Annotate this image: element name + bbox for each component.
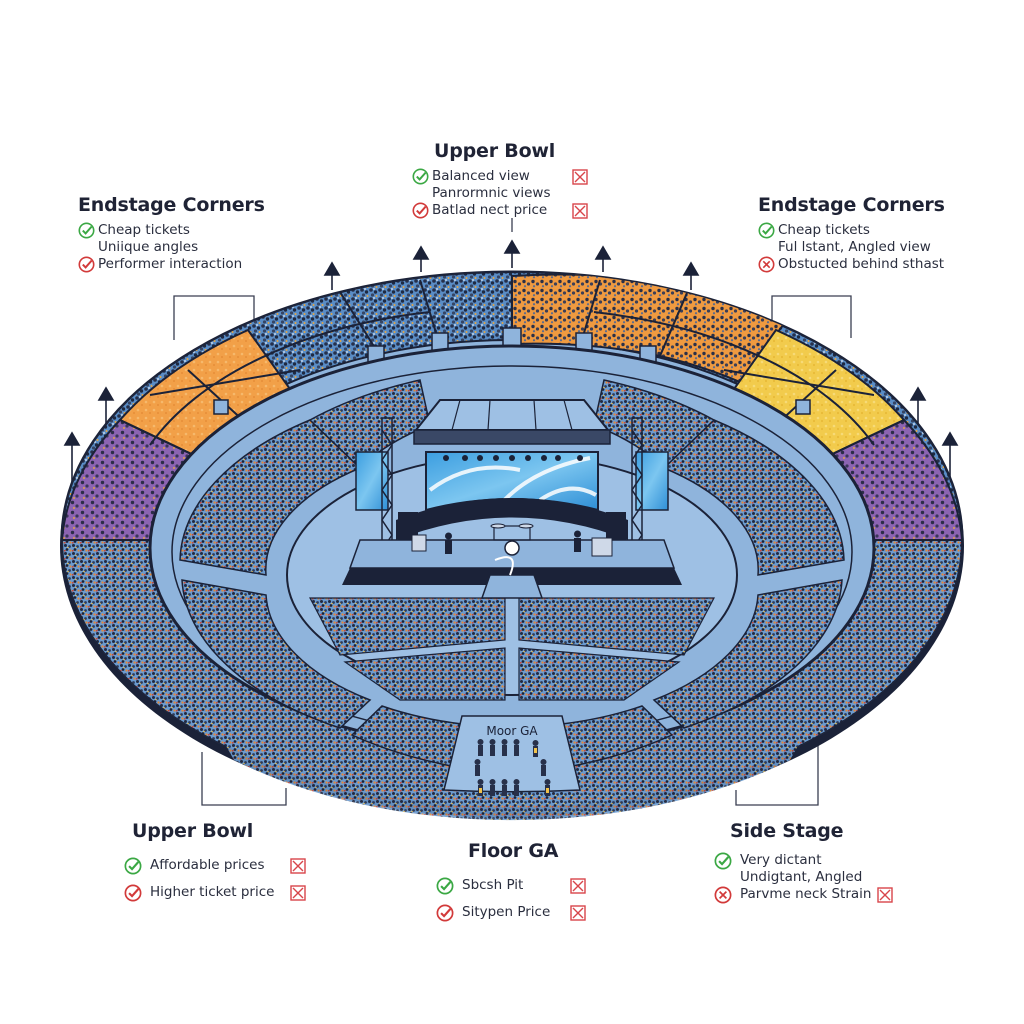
check-circle-red-icon bbox=[78, 256, 98, 273]
callout-item: Affordable prices bbox=[124, 852, 306, 879]
x-box-icon bbox=[572, 202, 588, 219]
callout-endstage-corners-right: Endstage Corners Cheap tickets Ful lstan… bbox=[758, 194, 945, 273]
callout-item: Parvme neck Strain bbox=[714, 886, 894, 903]
callout-title: Side Stage bbox=[730, 820, 844, 842]
check-circle-green-icon bbox=[412, 168, 432, 185]
callout-item: Panrormnic views bbox=[432, 185, 551, 201]
callout-item: Batlad nect price bbox=[412, 202, 588, 219]
arrow-up-icon bbox=[682, 261, 700, 290]
check-circle-red-icon bbox=[412, 202, 432, 219]
callout-floor-ga: Floor GA Sbcsh Pit Sitypen Price bbox=[436, 840, 586, 926]
arrow-up-icon bbox=[594, 245, 612, 272]
floor-ga-label: Moor GA bbox=[486, 724, 538, 738]
callout-item: Higher ticket price bbox=[124, 879, 306, 906]
callout-item: Uniique angles bbox=[98, 239, 199, 255]
arrow-up-icon bbox=[323, 261, 341, 290]
arrow-up-icon bbox=[412, 245, 430, 272]
callout-endstage-corners-left: Endstage Corners Cheap tickets Uniique a… bbox=[78, 194, 265, 273]
callout-upper-bowl-top: Upper Bowl Balanced view Panrormnic view… bbox=[412, 140, 588, 219]
callout-item: Obstucted behind sthast bbox=[758, 256, 945, 273]
check-circle-red-icon bbox=[436, 904, 462, 921]
floor-crowd bbox=[309, 597, 715, 701]
callout-item: Ful lstant, Angled view bbox=[778, 239, 931, 255]
callout-title: Endstage Corners bbox=[758, 194, 945, 216]
check-circle-red-icon bbox=[124, 884, 150, 901]
callout-side-stage: Side Stage Very dictant Undigtant, Angle… bbox=[714, 820, 894, 903]
callout-title: Upper Bowl bbox=[132, 820, 254, 842]
callout-item: Very dictant bbox=[714, 852, 893, 869]
x-box-icon bbox=[572, 168, 588, 185]
callout-title: Upper Bowl bbox=[434, 140, 556, 162]
callout-item: Undigtant, Angled bbox=[740, 869, 863, 885]
callout-title: Floor GA bbox=[468, 840, 559, 862]
check-circle-green-icon bbox=[714, 852, 740, 869]
callout-title: Endstage Corners bbox=[78, 194, 265, 216]
ga-pit: Moor GA bbox=[443, 715, 581, 796]
callout-item: Sbcsh Pit bbox=[436, 872, 586, 899]
x-box-icon bbox=[877, 886, 894, 903]
callout-upper-bowl-bottom: Upper Bowl Affordable prices Higher tick… bbox=[124, 820, 306, 906]
callout-item: Cheap tickets bbox=[78, 222, 265, 239]
stage bbox=[342, 399, 682, 599]
x-box-icon bbox=[290, 884, 306, 901]
lower-bowl bbox=[179, 379, 845, 821]
check-circle-green-icon bbox=[758, 222, 778, 239]
check-circle-green-icon bbox=[78, 222, 98, 239]
check-circle-green-icon bbox=[436, 877, 462, 894]
callout-item: Performer interaction bbox=[78, 256, 265, 273]
x-circle-red-icon bbox=[714, 886, 740, 903]
x-box-icon bbox=[570, 877, 586, 894]
x-circle-red-icon bbox=[758, 256, 778, 273]
callout-item: Cheap tickets bbox=[758, 222, 945, 239]
callout-connectors bbox=[173, 218, 852, 806]
check-circle-green-icon bbox=[124, 857, 150, 874]
x-box-icon bbox=[290, 857, 306, 874]
arrow-up-icon bbox=[503, 239, 521, 268]
callout-item: Balanced view bbox=[412, 168, 588, 185]
callout-item: Sitypen Price bbox=[436, 899, 586, 926]
exit-arrows bbox=[63, 239, 959, 500]
x-box-icon bbox=[570, 904, 586, 921]
